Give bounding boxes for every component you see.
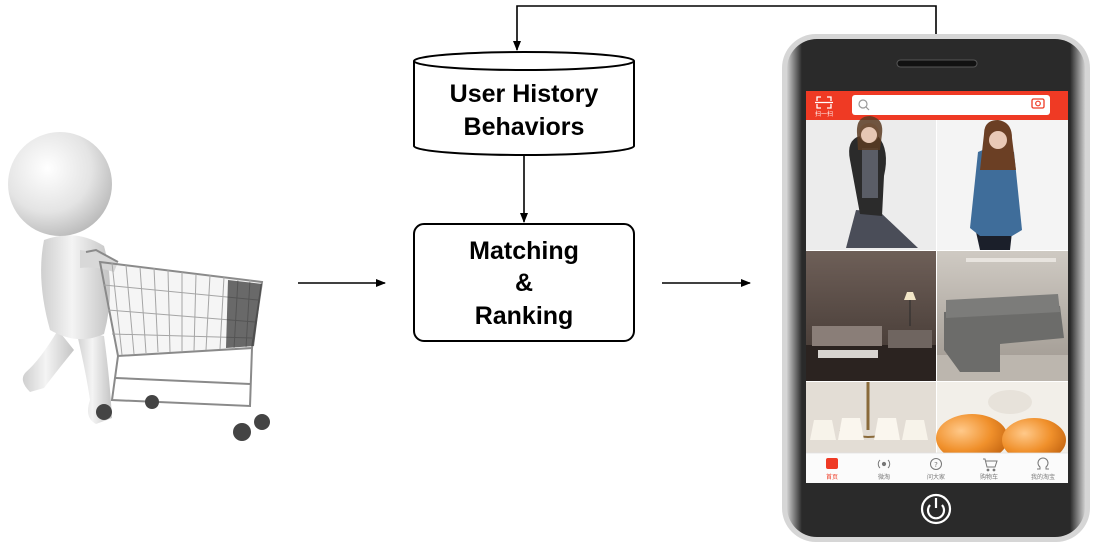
- power-icon: [926, 498, 946, 520]
- nav-label-profile: 我的淘宝: [1031, 473, 1055, 481]
- matching-label-line1: Matching: [469, 237, 579, 265]
- matching-label-line3: Ranking: [475, 302, 574, 330]
- product-tile-dress[interactable]: [806, 116, 936, 250]
- cart-wheel: [145, 395, 159, 409]
- shopper-leg-back: [22, 330, 74, 392]
- nav-item-weitao[interactable]: 微淘: [877, 459, 891, 481]
- phone-screen: 扫一扫: [806, 91, 1068, 483]
- nav-label-home: 首页: [826, 473, 838, 481]
- history-database: User History Behaviors: [413, 51, 635, 156]
- search-icon: [858, 99, 870, 111]
- product-tile-living-room[interactable]: [806, 251, 936, 381]
- nav-label-weitao: 微淘: [878, 473, 890, 481]
- power-button[interactable]: [920, 493, 952, 525]
- shopper-torso: [41, 235, 110, 340]
- cart-icon: [983, 458, 998, 472]
- shopper-head: [8, 132, 112, 236]
- search-input[interactable]: [852, 95, 1050, 115]
- home-icon: [826, 458, 838, 469]
- history-label-line1: User History: [450, 80, 599, 108]
- nav-item-profile[interactable]: 我的淘宝: [1031, 457, 1055, 481]
- scan-button[interactable]: 扫一扫: [815, 96, 833, 118]
- question-icon: ?: [930, 458, 942, 470]
- cart-wheel: [233, 423, 251, 441]
- camera-icon[interactable]: [1031, 98, 1045, 109]
- shopper-illustration: [8, 132, 270, 441]
- phone-speaker: [896, 59, 978, 68]
- arrow-phone-to-history: [513, 5, 937, 51]
- product-tile-sofa[interactable]: [937, 251, 1068, 381]
- broadcast-icon: [877, 459, 891, 469]
- history-label-line2: Behaviors: [464, 113, 585, 141]
- nav-label-ask: 问大家: [927, 473, 945, 481]
- matching-label-line2: &: [515, 269, 533, 297]
- product-tile-fruit[interactable]: [936, 382, 1068, 462]
- product-tile-shirt[interactable]: [937, 120, 1068, 250]
- cart-wheel: [254, 414, 270, 430]
- cart-basket-end: [226, 280, 262, 348]
- nav-item-ask[interactable]: ? 问大家: [927, 458, 945, 482]
- shopping-cart-icon: [85, 248, 264, 408]
- phone-device: 扫一扫: [782, 34, 1090, 542]
- cart-wheel: [96, 404, 112, 420]
- scan-label: 扫一扫: [815, 110, 833, 118]
- svg-text:?: ?: [934, 461, 938, 469]
- profile-icon: [1037, 457, 1049, 470]
- matching-ranking-box: Matching & Ranking: [413, 223, 635, 342]
- nav-item-cart[interactable]: 购物车: [980, 458, 998, 481]
- shopper-leg-front: [76, 330, 112, 424]
- scan-icon: [815, 96, 833, 109]
- product-grid: [806, 116, 1068, 462]
- bottom-nav-bar: [806, 453, 1068, 483]
- nav-item-home[interactable]: 首页: [826, 458, 838, 481]
- nav-label-cart: 购物车: [980, 473, 998, 481]
- product-tile-chandelier[interactable]: [806, 382, 936, 453]
